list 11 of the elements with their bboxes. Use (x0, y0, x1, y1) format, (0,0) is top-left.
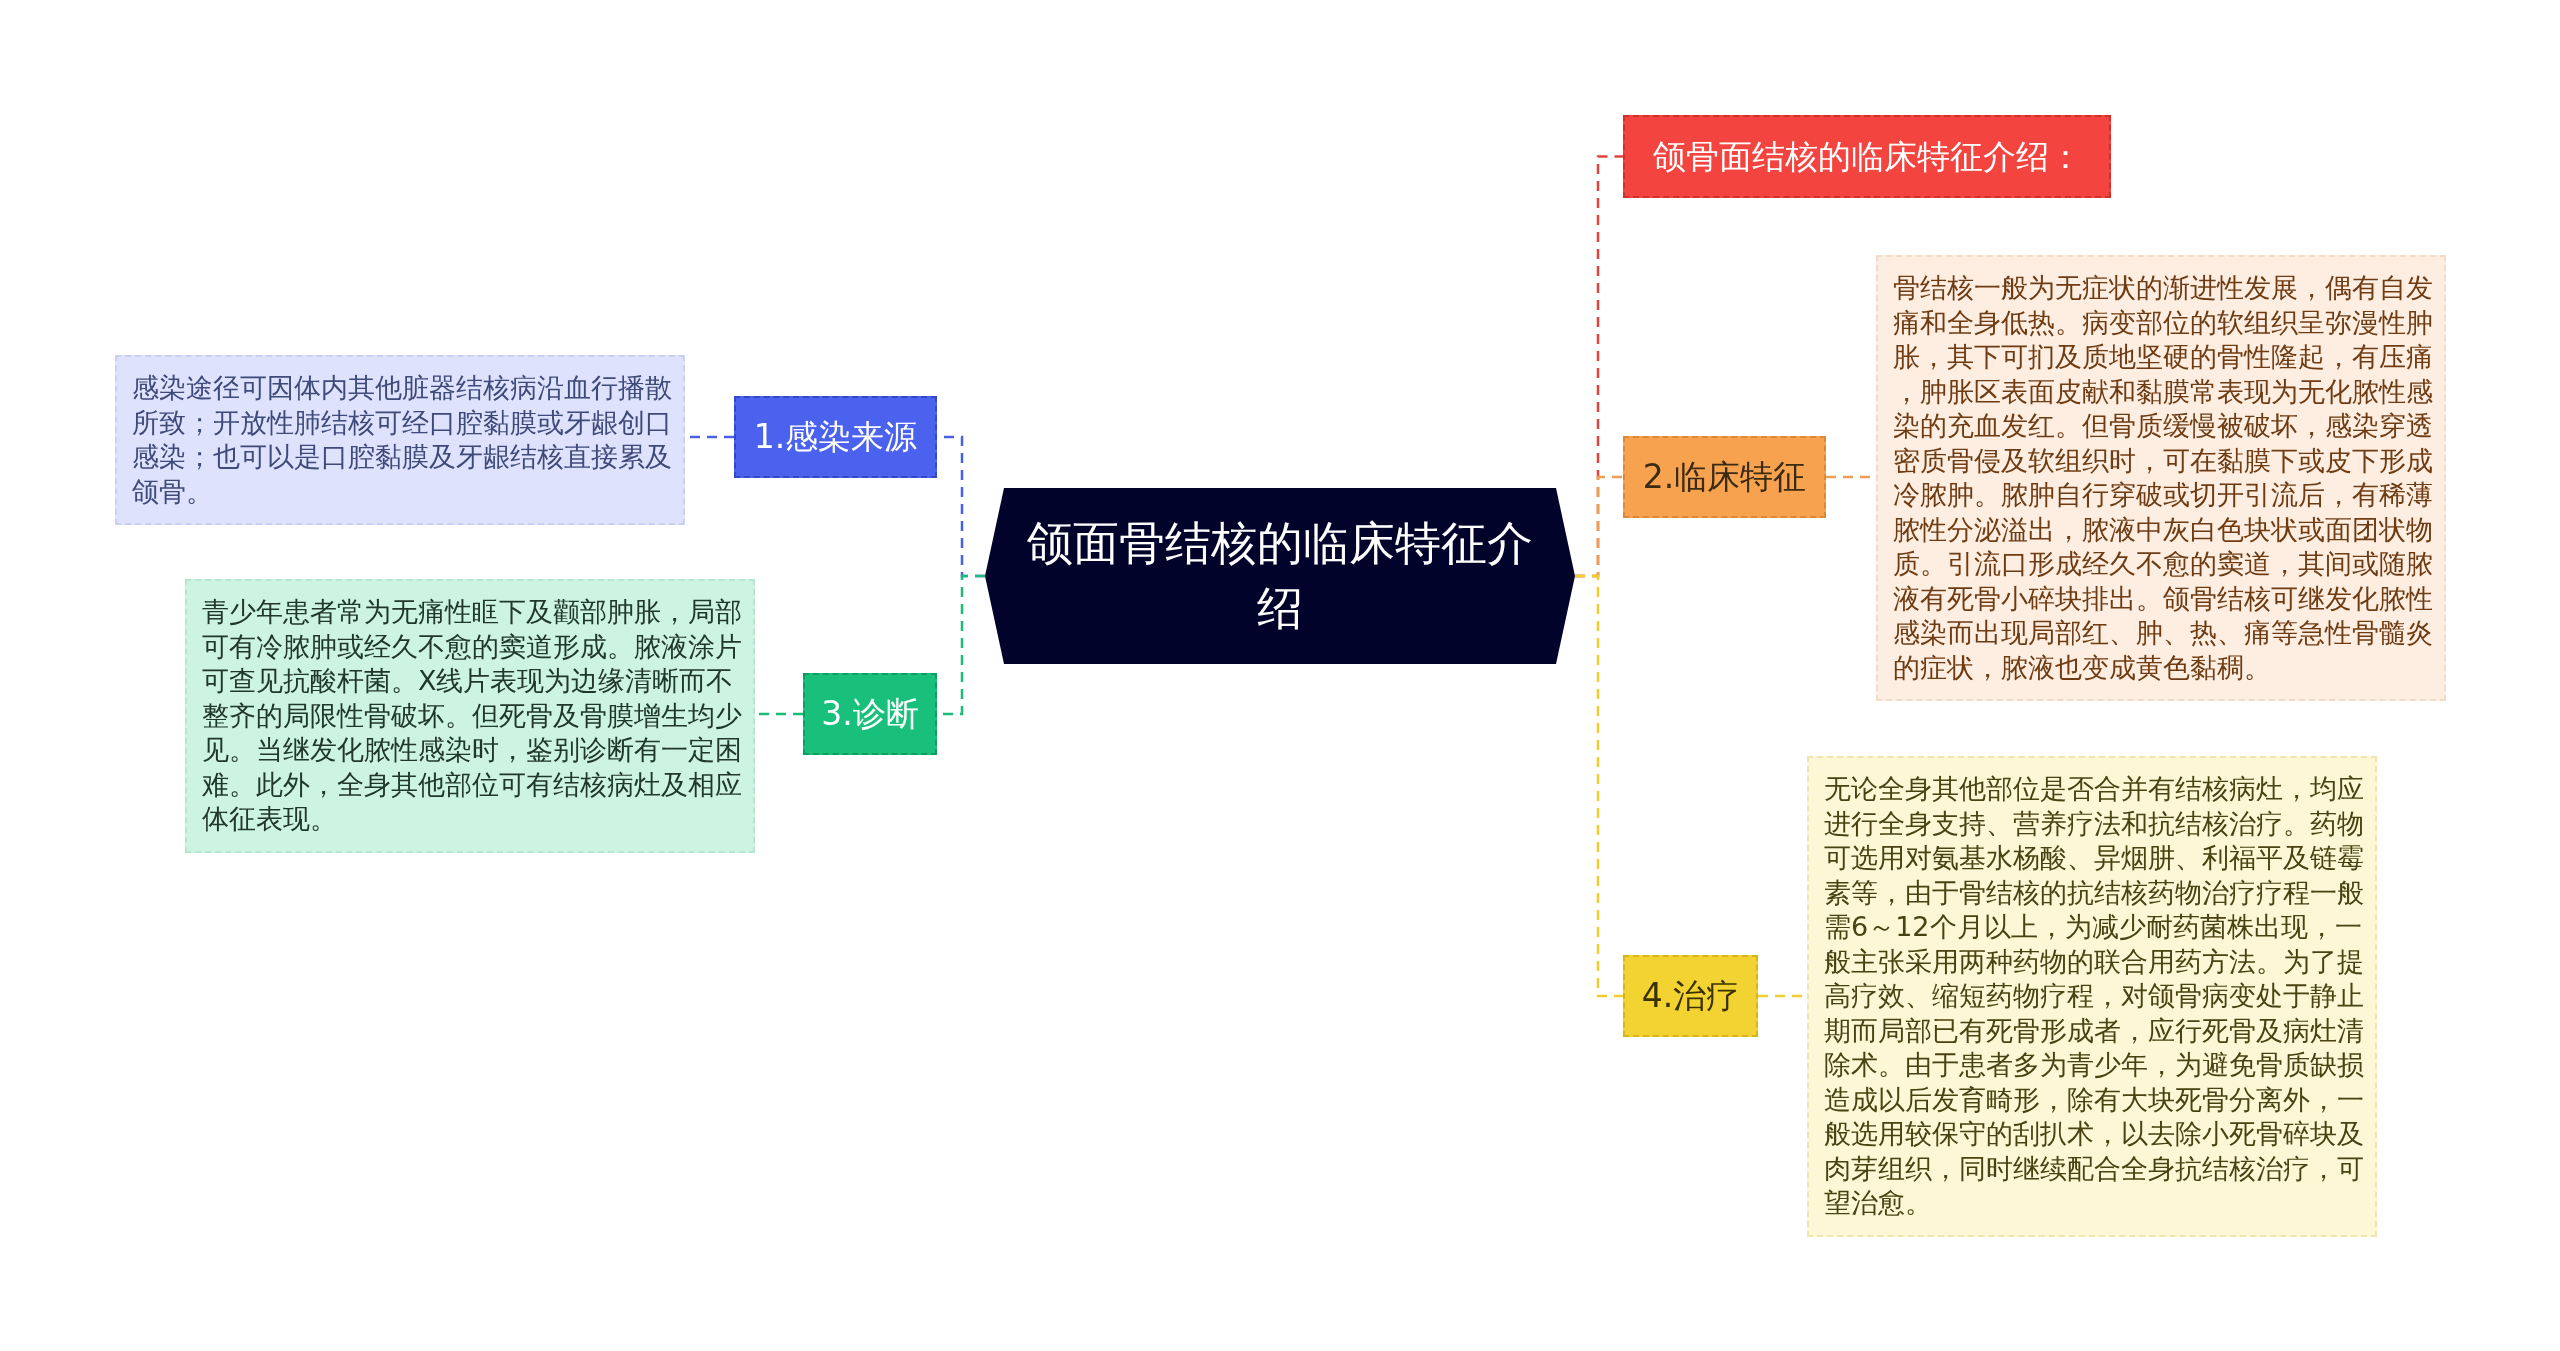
note-box: 青少年患者常为无痛性眶下及颧部肿胀，局部可有冷脓肿或经久不愈的窦道形成。脓液涂片可查见抗酸杆菌。X线片表现为边缘清晰而不整齐的局限性骨破坏。但死骨及骨膜增生均少见。当继发化脓性感染时，鉴别诊断有一定困难。此外，全身其他部位可有结核病灶及相应体征表现。 (185, 579, 755, 853)
topic-box: 颌骨面结核的临床特征介绍： (1623, 115, 2111, 198)
topic-box: 2.临床特征 (1623, 436, 1826, 518)
topic-box: 4.治疗 (1623, 955, 1758, 1037)
note-box: 无论全身其他部位是否合并有结核病灶，均应进行全身支持、营养疗法和抗结核治疗。药物可选用对氨基水杨酸、异烟肼、利福平及链霉素等，由于骨结核的抗结核药物治疗疗程一般需6～12个月以上，为减少耐药菌株出现，一般主张采用两种药物的联合用药方法。为了提高疗效、缩短药物疗程，对颌骨病变处于静止期而局部已有死骨形成者，应行死骨及病灶清除术。由于患者多为青少年，为避免骨质缺损造成以后发育畸形，除有大块死骨分离外，一般选用较保守的刮扒术，以去除小死骨碎块及肉芽组织，同时继续配合全身抗结核治疗，可望治愈。 (1807, 756, 2377, 1237)
hexagon-topic: 颌面骨结核的临床特征介绍 (985, 488, 1575, 664)
note-box: 骨结核一般为无症状的渐进性发展，偶有自发痛和全身低热。病变部位的软组织呈弥漫性肿胀，其下可扪及质地坚硬的骨性隆起，有压痛，肿胀区表面皮献和黏膜常表现为无化脓性感染的充血发红。但骨质缓慢被破坏，感染穿透密质骨侵及软组织时，可在黏膜下或皮下形成冷脓肿。脓肿自行穿破或切开引流后，有稀薄脓性分泌溢出，脓液中灰白色块状或面团状物质。引流口形成经久不愈的窦道，其间或随脓液有死骨小碎块排出。颌骨结核可继发化脓性感染而出现局部红、肿、热、痛等急性骨髓炎的症状，脓液也变成黄色黏稠。 (1876, 255, 2446, 701)
topic-box: 1.感染来源 (734, 396, 937, 478)
note-box: 感染途径可因体内其他脏器结核病沿血行播散所致；开放性肺结核可经口腔黏膜或牙龈创口感染；也可以是口腔黏膜及牙龈结核直接累及颌骨。 (115, 355, 685, 525)
connector-line (1575, 574, 1623, 998)
topic-box: 3.诊断 (803, 673, 937, 755)
